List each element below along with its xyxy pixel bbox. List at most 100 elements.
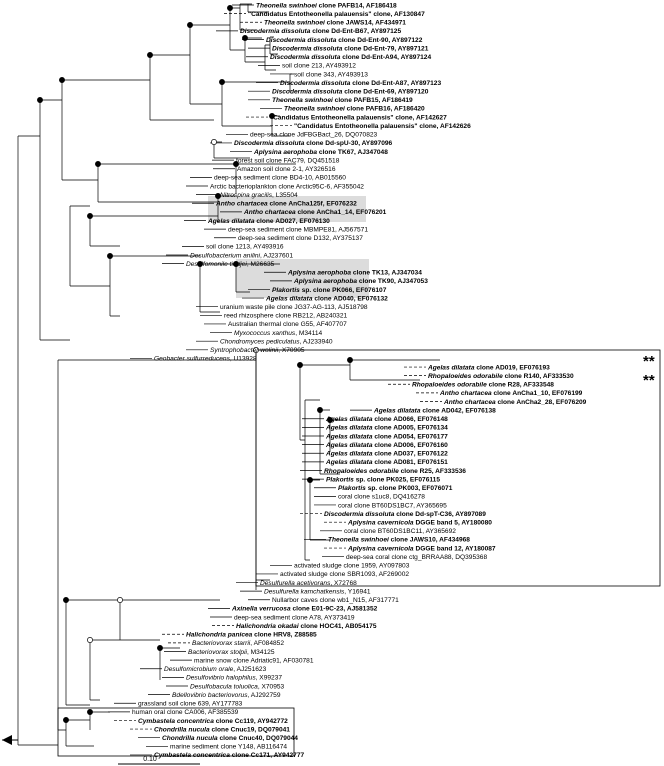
taxon-detail: clone Dd-spT-C36, AY897089 xyxy=(394,511,486,518)
taxon-label: Cymbastela concentrica clone Cc119, AY94… xyxy=(138,718,288,725)
taxon-species: Discodermia dissoluta xyxy=(280,80,351,87)
taxon-detail: clone Dd-Ent-A94, AY897124 xyxy=(340,54,431,61)
taxon-label: coral clone BT60DS1BC11, AY365692 xyxy=(344,528,456,535)
taxon-label: Rhopaloeides odorabile clone R25, AF3335… xyxy=(324,468,466,475)
taxon-label: human oral clone CA006, AF385539 xyxy=(132,709,239,716)
bootstrap-node-filled xyxy=(147,52,153,58)
taxon-label: Bacteriovorax stolpii, M34125 xyxy=(188,649,275,656)
taxon-label: Halichondria panicea clone HRV8, Z88585 xyxy=(186,632,317,639)
taxon-detail: clone Dd-Ent-B67, AY897125 xyxy=(310,28,401,35)
taxon-label: deep-sea sediment clone A78, AY373419 xyxy=(234,614,355,621)
bootstrap-node-filled xyxy=(215,193,221,199)
taxon-detail: , U13928 xyxy=(230,356,257,363)
taxon-detail: clone AD040, EF076132 xyxy=(313,295,389,302)
taxon-detail: forest soil clone FAC79, DQ451518 xyxy=(236,157,340,164)
taxon-label: Discodermia dissoluta clone Dd-spT-C36, … xyxy=(324,511,486,518)
taxon-detail: Australian thermal clone G55, AF407707 xyxy=(228,321,347,328)
taxon-detail: activated sludge clone SBR1093, AF269002 xyxy=(280,571,409,578)
bootstrap-node-filled xyxy=(95,161,101,167)
marker-asterisks-1: ** xyxy=(643,353,655,370)
taxon-label: Amazon soil clone 2-1, AY326516 xyxy=(237,166,336,173)
scale-bar-label: 0.10 xyxy=(143,756,157,763)
taxon-detail: Nullarbor caves clone wb1_N15, AF317771 xyxy=(272,597,399,604)
bootstrap-node-filled xyxy=(87,213,93,219)
taxon-detail: , X70905 xyxy=(278,347,305,354)
taxon-detail: grassland soil clone 639, AY177783 xyxy=(138,701,243,708)
bootstrap-node-filled xyxy=(107,253,113,259)
taxon-species: Rhopaloeides odorabile xyxy=(428,373,503,380)
taxon-detail: clone Cc171, AY942777 xyxy=(230,752,305,759)
taxon-label: Theonella swinhoei clone JAWS14, AF43497… xyxy=(264,20,406,27)
taxon-detail: clone Cnuc40, DQ079044 xyxy=(218,735,299,742)
taxon-species: Antho chartacea xyxy=(243,209,296,216)
taxon-label: Desulfurella kamchatkensis, Y16941 xyxy=(264,588,371,595)
taxon-species: Theonella swinhoei xyxy=(284,106,345,113)
taxon-species: Cymbastela concentrica xyxy=(138,718,214,725)
taxon-label: Cymbastela concentrica clone Cc171, AY94… xyxy=(154,752,304,759)
taxon-detail: clone AD081, EF076151 xyxy=(373,459,449,466)
bootstrap-node-filled xyxy=(347,357,353,363)
taxon-label: Desulfobacterium anilini, AJ237601 xyxy=(190,252,293,259)
bootstrap-node-filled xyxy=(269,113,275,119)
taxon-species: Antho chartacea xyxy=(443,399,496,406)
taxon-detail: clone Dd-Ent-69, AY897120 xyxy=(342,89,428,96)
taxon-species: Discodermia dissoluta xyxy=(272,89,343,96)
taxon-label: uranium waste pile clone JG37-AG-113, AJ… xyxy=(220,304,368,311)
taxon-label: Plakortis sp. clone PK003, EF076071 xyxy=(338,485,453,492)
taxon-detail: clone AD037, EF076122 xyxy=(373,451,449,458)
taxon-detail: activated sludge clone 1959, AY097803 xyxy=(294,563,410,570)
taxon-species: Theonella swinhoei xyxy=(264,20,325,27)
taxon-detail: clone AD019, EF076193 xyxy=(475,364,551,371)
bootstrap-node-filled xyxy=(307,477,313,483)
taxon-species: Desulfobacula toluolica xyxy=(190,683,258,690)
taxon-detail: clone HRV8, Z88585 xyxy=(252,632,317,639)
taxon-species: Aplysina aerophoba xyxy=(253,149,317,156)
taxon-detail: deep-sea sediment clone BD4-10, AB015560 xyxy=(214,175,346,182)
taxon-detail: soil clone 213, AY493912 xyxy=(282,63,356,70)
taxon-detail: DGGE band 12, AY180087 xyxy=(414,545,496,552)
taxon-detail: , X70953 xyxy=(258,683,285,690)
taxon-label: forest soil clone FAC79, DQ451518 xyxy=(236,157,340,164)
taxon-label: Nullarbor caves clone wb1_N15, AF317771 xyxy=(272,597,399,604)
taxon-detail: clone TK13, AJ347034 xyxy=(351,270,422,277)
taxon-label: deep-sea clone JdFBGBact_26, DQ070823 xyxy=(250,132,378,139)
taxon-species: Bacteriovorax stolpii xyxy=(188,649,248,656)
taxon-label: Discodermia dissoluta clone Dd-Ent-79, A… xyxy=(272,45,429,52)
taxon-detail: human oral clone CA006, AF385539 xyxy=(132,709,239,716)
taxon-species: Discodermia dissoluta xyxy=(272,45,343,52)
taxon-detail: coral clone s1uc8, DQ416278 xyxy=(338,494,425,501)
bootstrap-node-open xyxy=(117,597,123,603)
taxon-label: Australian thermal clone G55, AF407707 xyxy=(228,321,347,328)
taxon-species: Desulfurella kamchatkensis xyxy=(264,588,345,595)
taxon-species: Agelas dilatata xyxy=(325,459,373,466)
bootstrap-node-open xyxy=(87,637,93,643)
taxon-detail: deep-sea coral clone ctg_BRRAA88, DQ3953… xyxy=(346,554,487,561)
bootstrap-node-filled xyxy=(37,97,43,103)
taxon-species: Theonella swinhoei xyxy=(272,97,333,104)
bootstrap-node-filled xyxy=(227,5,233,11)
taxon-label: soil clone 1213, AY493916 xyxy=(206,244,284,251)
taxon-detail: clone HOC41, AB054175 xyxy=(299,623,377,630)
taxon-detail: clone TK67, AJ347048 xyxy=(317,149,388,156)
taxon-label: deep-sea sediment clone MBMPE81, AJ56757… xyxy=(228,226,368,233)
taxon-label: Agelas dilatata clone AD005, EF076134 xyxy=(325,425,448,432)
taxon-label: Chondromyces pediculatus, AJ233940 xyxy=(220,338,333,345)
taxon-species: Agelas dilatata xyxy=(373,407,421,414)
taxon-species: Agelas dilatata xyxy=(325,416,373,423)
taxon-detail: deep-sea sediment clone A78, AY373419 xyxy=(234,614,355,621)
taxon-detail: clone R28, AF333548 xyxy=(487,382,555,389)
taxon-species: Agelas dilatata xyxy=(325,451,373,458)
taxon-label: Discodermia dissoluta clone Dd-Ent-90, A… xyxy=(266,37,423,44)
taxon-label: "Candidatus Entotheonella palauensis" cl… xyxy=(248,11,425,18)
taxon-species: Theonella swinhoei xyxy=(256,2,317,9)
marker-asterisks-2: ** xyxy=(643,372,655,389)
taxon-species: Aplysina cavernicola xyxy=(347,520,414,527)
bootstrap-node-filled xyxy=(233,261,239,267)
taxon-detail: , M34114 xyxy=(295,330,322,337)
taxon-detail: marine sediment clone Y148, AB116474 xyxy=(170,744,287,751)
taxon-label: Nitrospina gracilis, L35504 xyxy=(220,192,298,199)
root-arrowhead xyxy=(2,735,12,745)
taxon-label: Discodermia dissoluta clone Dd-Ent-A87, … xyxy=(280,80,441,87)
grey-highlight-antho xyxy=(208,196,366,222)
taxon-label: Discodermia dissoluta clone Dd-Ent-B67, … xyxy=(240,28,401,35)
